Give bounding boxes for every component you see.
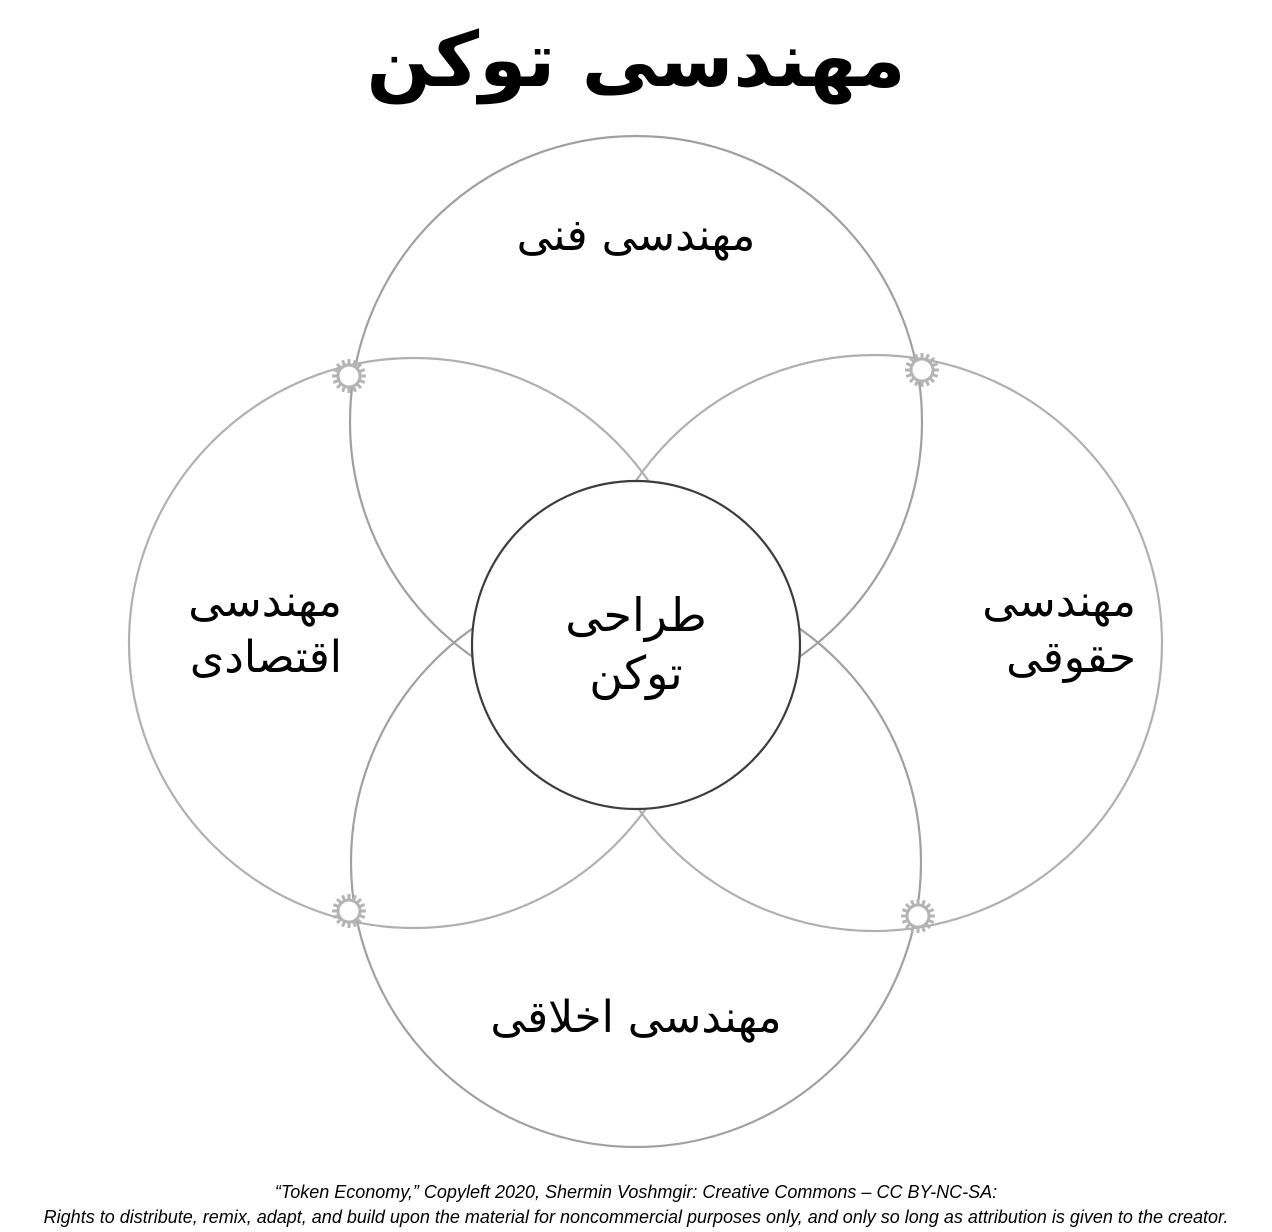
gear-icon — [899, 897, 937, 935]
label-legal-engineering: مهندسی حقوقی — [940, 574, 1136, 686]
diagram-title: مهندسی توکن — [366, 15, 906, 104]
gear-icon — [903, 351, 941, 389]
label-line: حقوقی — [1006, 632, 1136, 683]
label-line: مهندسی — [188, 576, 342, 627]
label-token-design: طراحی توکن — [472, 586, 800, 702]
gear-icon — [330, 357, 368, 395]
label-line: توکن — [589, 646, 683, 700]
center-circle — [470, 479, 802, 811]
label-technical-engineering: مهندسی فنی — [516, 210, 756, 261]
label-line: اقتصادی — [189, 632, 342, 683]
gear-icon — [330, 892, 368, 930]
label-line: طراحی — [565, 588, 707, 642]
label-line: مهندسی — [982, 576, 1136, 627]
footer-line-1: “Token Economy,” Copyleft 2020, Shermin … — [274, 1182, 998, 1202]
label-ethical-engineering: مهندسی اخلاقی — [490, 992, 782, 1043]
footer-line-2: Rights to distribute, remix, adapt, and … — [43, 1207, 1229, 1227]
label-economic-engineering: مهندسی اقتصادی — [150, 574, 342, 686]
license-footer: “Token Economy,” Copyleft 2020, Shermin … — [0, 1180, 1272, 1230]
